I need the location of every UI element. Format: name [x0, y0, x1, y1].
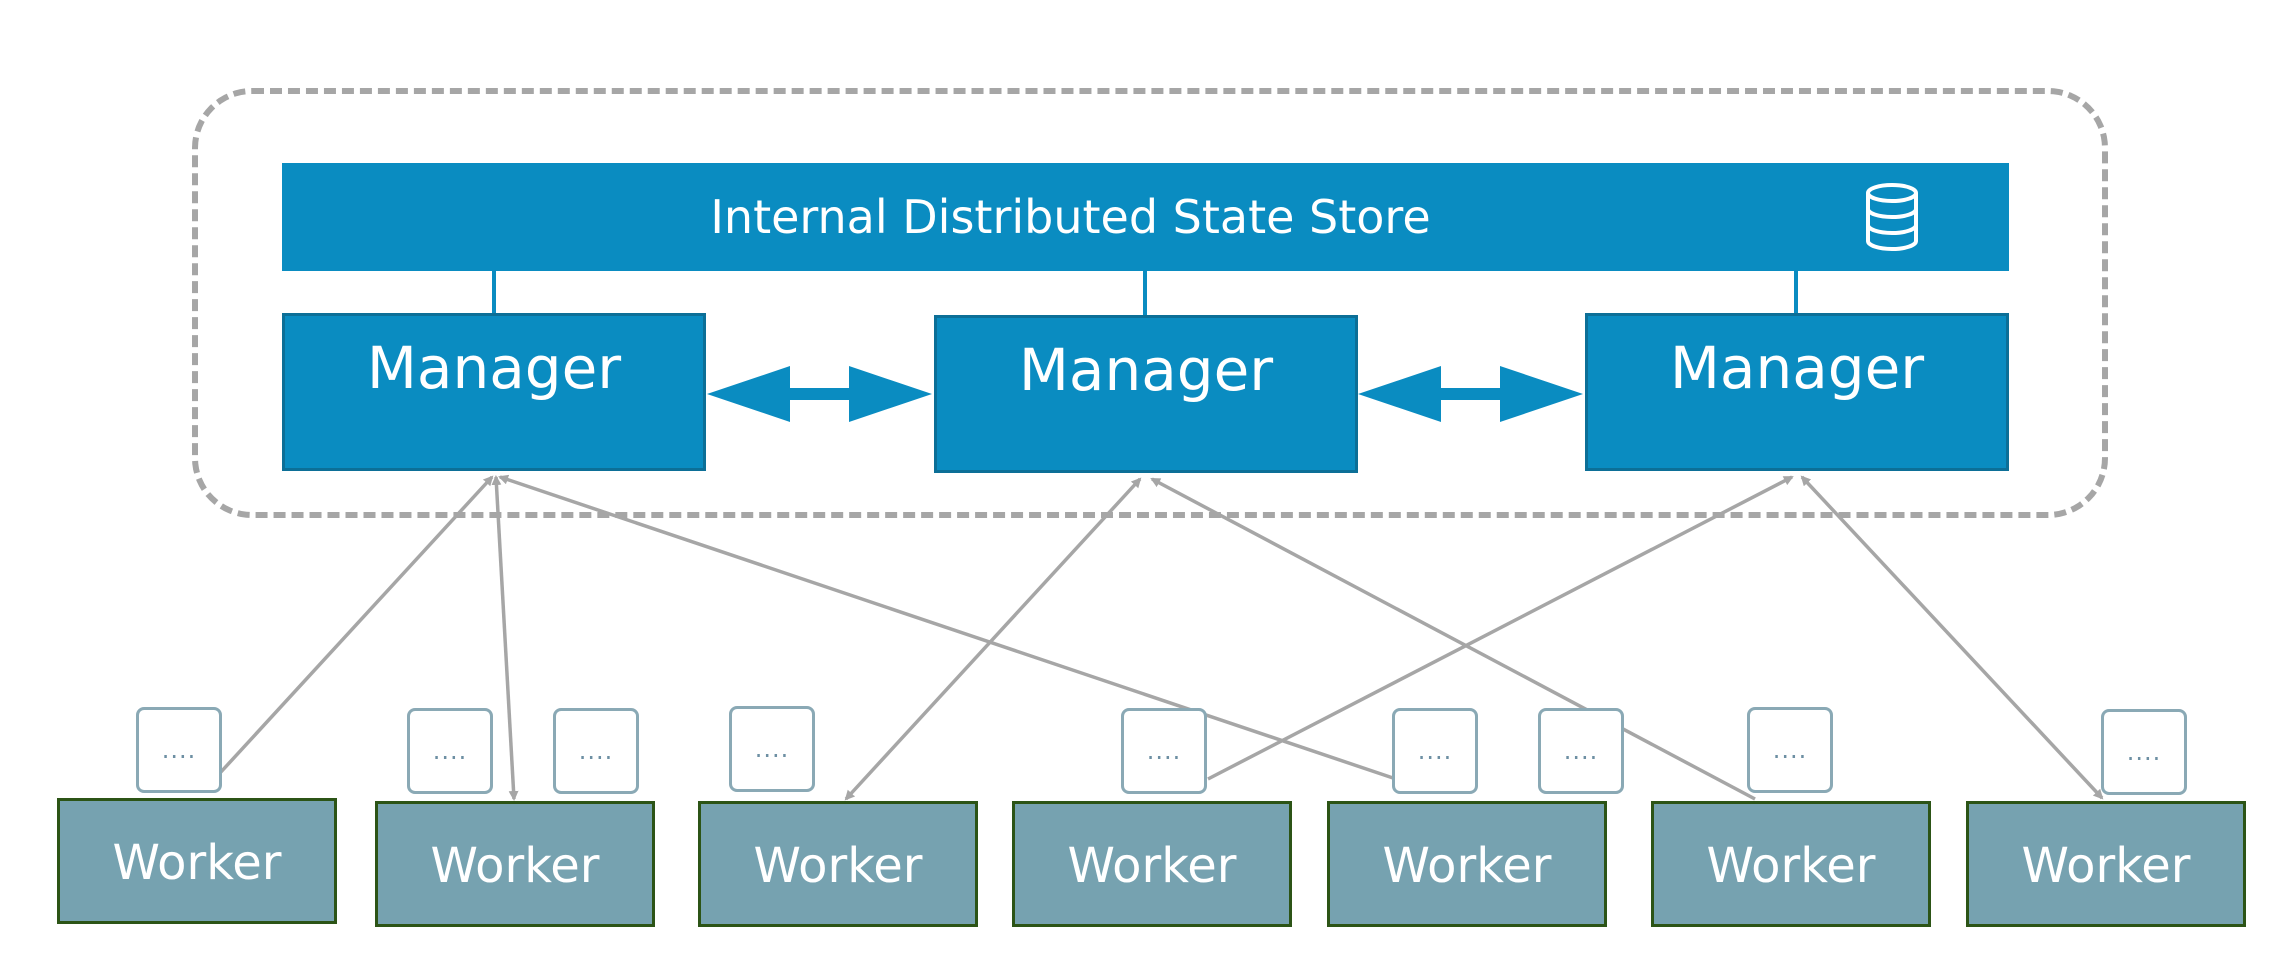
worker-label: Worker — [1706, 838, 1876, 894]
task-box: .... — [553, 708, 639, 794]
worker-label: Worker — [753, 838, 923, 894]
manager-sync-arrow — [707, 366, 932, 422]
manager-sync-arrow — [1358, 366, 1583, 422]
worker-link — [1150, 477, 1756, 801]
task-box: .... — [2101, 709, 2187, 795]
task-box: .... — [1747, 707, 1833, 793]
worker-label: Worker — [2021, 838, 2191, 894]
task-box: .... — [136, 707, 222, 793]
worker-link — [844, 477, 1142, 801]
worker-link — [1207, 475, 1794, 781]
worker-link — [491, 475, 519, 801]
database-icon — [1866, 183, 1918, 251]
manager-node: Manager — [1585, 313, 2009, 471]
manager-node: Manager — [934, 315, 1358, 473]
worker-node: Worker — [1327, 801, 1607, 927]
task-box: .... — [1121, 708, 1207, 794]
worker-node: Worker — [1966, 801, 2246, 927]
worker-node: Worker — [698, 801, 978, 927]
worker-node: Worker — [1651, 801, 1931, 927]
worker-label: Worker — [1382, 838, 1552, 894]
state-store-bar: Internal Distributed State Store — [282, 163, 2009, 271]
worker-label: Worker — [1067, 838, 1237, 894]
task-box: .... — [1392, 708, 1478, 794]
worker-node: Worker — [57, 798, 337, 924]
worker-node: Worker — [1012, 801, 1292, 927]
manager-cluster-boundary — [192, 88, 2108, 518]
task-box: .... — [729, 706, 815, 792]
worker-label: Worker — [430, 838, 600, 894]
worker-node: Worker — [375, 801, 655, 927]
task-box: .... — [1538, 708, 1624, 794]
manager-label: Manager — [1018, 336, 1274, 404]
task-box: .... — [407, 708, 493, 794]
manager-label: Manager — [366, 334, 622, 402]
worker-link — [218, 475, 494, 775]
manager-node: Manager — [282, 313, 706, 471]
worker-label: Worker — [112, 835, 282, 891]
worker-link — [1800, 475, 2104, 800]
state-store-label: Internal Distributed State Store — [710, 190, 1431, 244]
manager-label: Manager — [1669, 334, 1925, 402]
